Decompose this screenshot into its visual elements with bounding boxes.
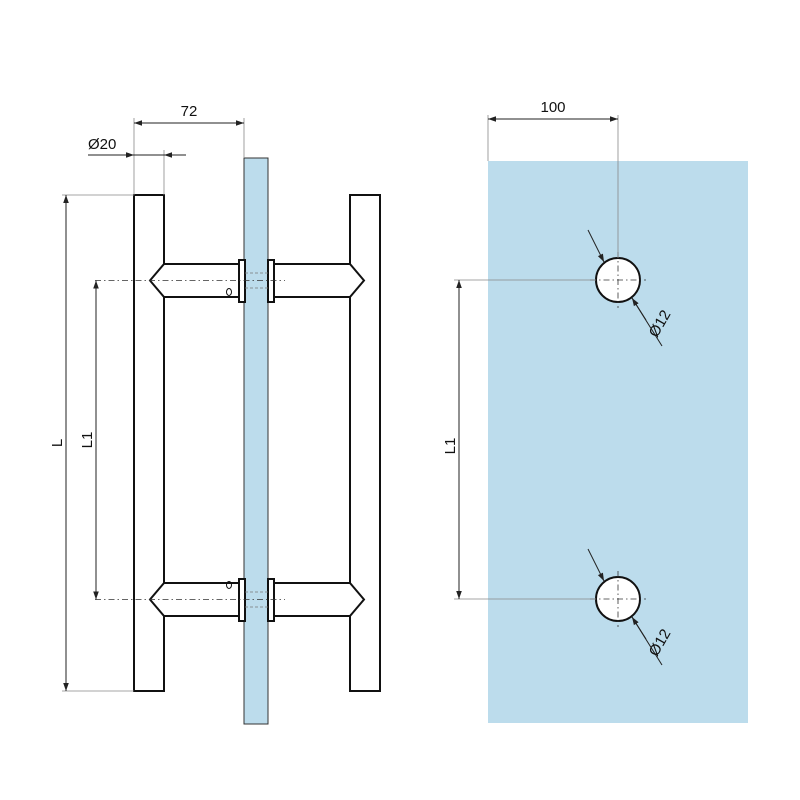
dim-100-label: 100 bbox=[540, 99, 565, 116]
bottom-screw-mark bbox=[226, 581, 232, 589]
dim-L1-label: L1 bbox=[79, 432, 96, 449]
glass-panel-section bbox=[243, 157, 269, 725]
dim-diameter-20-label: Ø20 bbox=[88, 136, 116, 153]
dim-L1-right-label: L1 bbox=[442, 438, 459, 455]
bottom-right-flange bbox=[267, 578, 275, 622]
top-screw-mark bbox=[226, 288, 232, 296]
dim-L-label: L bbox=[49, 439, 66, 447]
front-view: 100 L1 Ø12 Ø12 bbox=[442, 99, 748, 723]
top-right-flange bbox=[267, 259, 275, 303]
side-view: 72 Ø20 L L1 bbox=[49, 103, 381, 725]
top-left-flange bbox=[238, 259, 246, 303]
dim-72-label: 72 bbox=[181, 103, 198, 120]
bottom-right-standoff bbox=[273, 582, 366, 617]
top-right-standoff bbox=[273, 263, 366, 298]
bottom-left-flange bbox=[238, 578, 246, 622]
